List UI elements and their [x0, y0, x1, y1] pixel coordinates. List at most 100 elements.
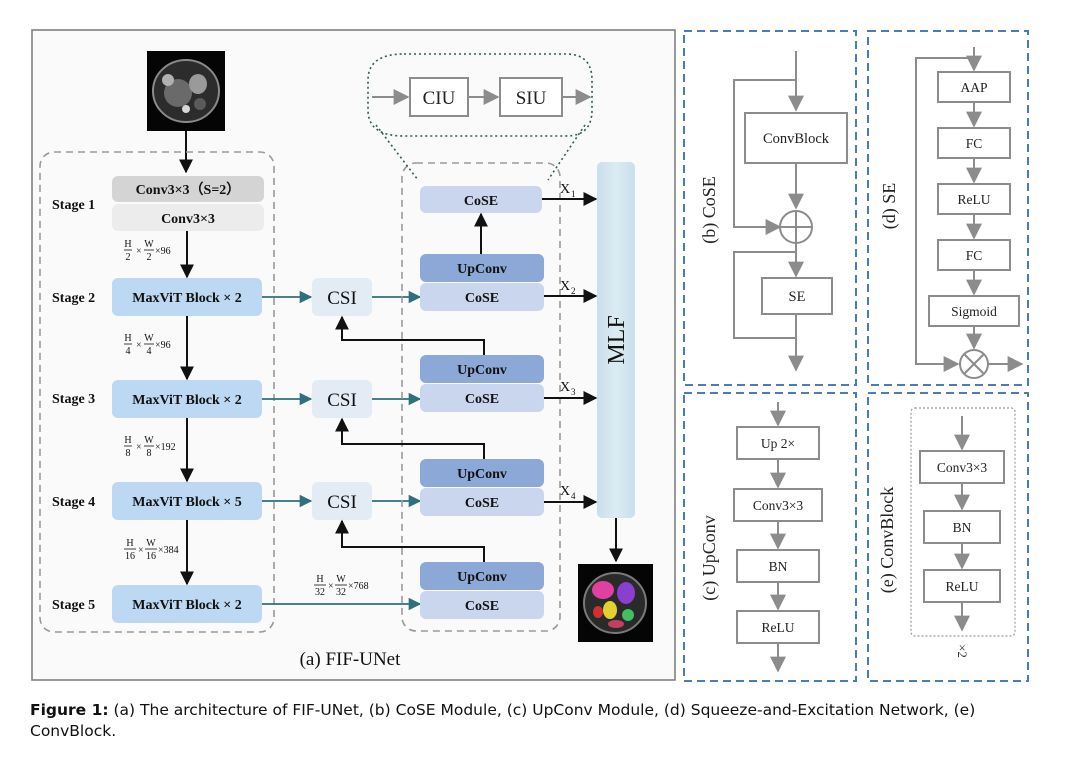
- svg-text:×: ×: [136, 246, 142, 257]
- cose-skip-path-2: [733, 251, 796, 339]
- se-sigmoid-label: Sigmoid: [951, 304, 997, 319]
- svg-text:1: 1: [571, 189, 576, 199]
- svg-text:8: 8: [147, 448, 152, 459]
- se-skip-path: [915, 57, 974, 372]
- svg-text:×: ×: [136, 442, 142, 453]
- csi-box-stage-3: [312, 380, 372, 418]
- ciu-label: CIU: [423, 88, 456, 109]
- csi-label-stage-3: CSI: [327, 390, 357, 411]
- panel-a-frame: [31, 29, 676, 681]
- svg-text:8: 8: [126, 448, 131, 459]
- se-sigmoid-box: [928, 295, 1020, 327]
- convblock-repeat-frame: [910, 407, 1016, 637]
- panel-e-label: (e) ConvBlock: [877, 487, 898, 593]
- convblock-relu-label: ReLU: [946, 579, 979, 594]
- se-aap-box: [937, 71, 1011, 103]
- se-fc1-label: FC: [966, 136, 983, 151]
- svg-text:×96: ×96: [155, 340, 171, 351]
- panel-a-label: (a) FIF-UNet: [300, 649, 402, 670]
- panel-e-frame: [867, 392, 1029, 682]
- svg-text:2: 2: [571, 286, 576, 296]
- svg-text:×96: ×96: [155, 246, 171, 257]
- stage-1-label: Stage 1: [52, 198, 95, 213]
- dim-annotation-2: H 4 × W 4 ×96: [124, 333, 171, 357]
- convblock-bn-label: BN: [953, 520, 972, 535]
- cose-label-2: CoSE: [465, 291, 499, 306]
- upconv-up2-box: [736, 426, 820, 460]
- svg-text:4: 4: [126, 346, 131, 357]
- upconv-relu-label: ReLU: [762, 620, 795, 635]
- cose-se-label: SE: [789, 289, 806, 305]
- svg-text:16: 16: [146, 551, 156, 562]
- svg-text:X: X: [560, 380, 570, 395]
- svg-text:×: ×: [136, 340, 142, 351]
- ciu-siu-zoom-outline: [367, 53, 593, 137]
- upconv-label-4: UpConv: [457, 467, 507, 482]
- cose-label-5: CoSE: [465, 599, 499, 614]
- svg-text:×768: ×768: [348, 581, 369, 592]
- svg-text:×: ×: [138, 545, 144, 556]
- panel-c-label: (c) UpConv: [699, 515, 720, 600]
- maxvit-label-stage-3: MaxViT Block × 2: [132, 393, 241, 408]
- decoder-group: [401, 162, 561, 632]
- svg-text:H: H: [126, 538, 133, 549]
- upconv-bn-box: [736, 549, 820, 583]
- svg-text:W: W: [146, 538, 156, 549]
- svg-text:X: X: [560, 182, 570, 197]
- svg-text:×192: ×192: [155, 442, 176, 453]
- svg-text:2: 2: [126, 252, 131, 263]
- input-ct-image: [147, 51, 225, 131]
- siu-box: [499, 77, 563, 117]
- maxvit-label-stage-2: MaxViT Block × 2: [132, 291, 241, 306]
- upconv-block-2: [420, 254, 544, 282]
- svg-text:W: W: [144, 333, 154, 344]
- zoom-connector-right: [547, 124, 586, 181]
- svg-text:X: X: [560, 484, 570, 499]
- panel-c-frame: [683, 392, 857, 682]
- output-segmentation-image: [578, 564, 653, 642]
- svg-text:X: X: [560, 279, 570, 294]
- cose-block-4: [420, 488, 544, 516]
- feedback-arrow-3-to-csi-2: [335, 315, 485, 355]
- csi-box-stage-2: [312, 278, 372, 316]
- stage-1-conv-label: Conv3×3: [161, 212, 215, 227]
- svg-text:4: 4: [147, 346, 152, 357]
- upconv-bn-label: BN: [769, 559, 788, 574]
- figure-caption: Figure 1: (a) The architecture of FIF-UN…: [30, 700, 1060, 742]
- panel-b-frame: [683, 30, 857, 386]
- svg-text:32: 32: [336, 587, 346, 598]
- svg-text:W: W: [336, 574, 346, 585]
- svg-text:3: 3: [571, 387, 576, 397]
- feedback-arrow-4-to-csi-3: [335, 417, 485, 459]
- svg-text:H: H: [124, 239, 131, 250]
- cose-label-4: CoSE: [465, 496, 499, 511]
- svg-text:H: H: [124, 333, 131, 344]
- maxvit-block-stage-4: [112, 482, 262, 520]
- convblock-repeat-label: ×2: [955, 644, 970, 658]
- cose-add-icon: [779, 210, 813, 244]
- ciu-box: [409, 77, 469, 117]
- maxvit-label-stage-5: MaxViT Block × 2: [132, 598, 241, 613]
- cose-label-1: CoSE: [464, 194, 498, 209]
- cose-skip-path: [733, 79, 796, 235]
- upconv-block-4: [420, 459, 544, 487]
- se-aap-label: AAP: [960, 80, 987, 95]
- svg-text:2: 2: [147, 252, 152, 263]
- upconv-block-3: [420, 355, 544, 383]
- svg-text:H: H: [124, 435, 131, 446]
- dim-annotation-4: H 16 × W 16 ×384: [124, 538, 179, 562]
- maxvit-block-stage-2: [112, 278, 262, 316]
- upconv-block-5: [420, 562, 544, 590]
- cose-label-3: CoSE: [465, 392, 499, 407]
- panel-d-label: (d) SE: [879, 183, 900, 230]
- encoder-group: [39, 151, 275, 633]
- panel-d-frame: [867, 30, 1029, 386]
- convblock-conv-label: Conv3×3: [937, 460, 988, 475]
- svg-text:16: 16: [125, 551, 135, 562]
- x1-label: X 1: [560, 182, 576, 199]
- upconv-conv-label: Conv3×3: [753, 498, 804, 513]
- maxvit-block-stage-5: [112, 585, 262, 623]
- stage-3-label: Stage 3: [52, 392, 95, 407]
- mlf-block: [597, 162, 635, 518]
